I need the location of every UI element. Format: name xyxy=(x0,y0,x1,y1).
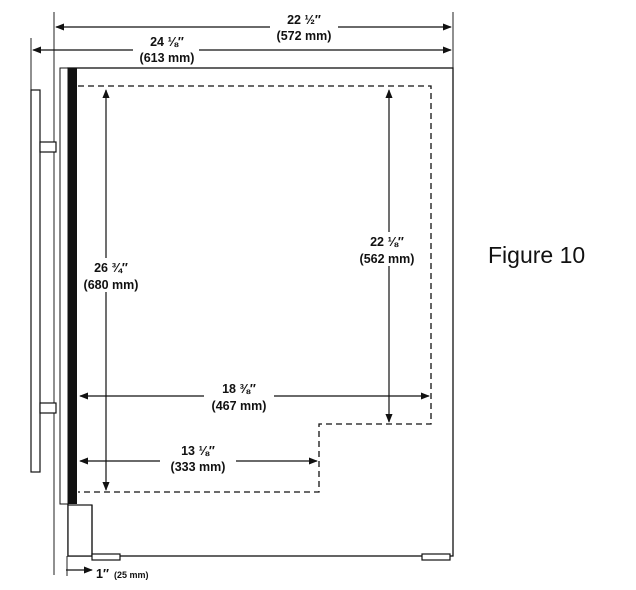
handle-depth-value: 24 ⅛″ xyxy=(150,35,184,49)
toe-kick-metric: (25 mm) xyxy=(114,570,149,580)
handle-depth-metric: (613 mm) xyxy=(140,51,195,65)
door-handle xyxy=(30,89,57,473)
interior-height-value: 22 ⅛″ xyxy=(370,235,404,249)
lower-depth-value: 13 ⅛″ xyxy=(181,444,215,458)
interior-depth-value: 18 ⅜″ xyxy=(222,382,256,396)
base-toe-kick xyxy=(67,504,451,561)
lower-depth-metric: (333 mm) xyxy=(171,460,226,474)
figure-label: Figure 10 xyxy=(488,242,585,268)
toe-kick-value: 1″ xyxy=(96,567,109,581)
interior-height-metric: (562 mm) xyxy=(360,252,415,266)
overall-depth-value: 22 ½″ xyxy=(287,13,321,27)
door-frame xyxy=(59,67,69,505)
door-panel xyxy=(68,68,77,504)
cabinet-body xyxy=(67,67,454,557)
door-open-metric: (680 mm) xyxy=(84,278,139,292)
interior-dashed-outline xyxy=(78,85,432,493)
overall-depth-metric: (572 mm) xyxy=(277,29,332,43)
interior-depth-metric: (467 mm) xyxy=(212,399,267,413)
door-open-value: 26 ¾″ xyxy=(94,261,128,275)
